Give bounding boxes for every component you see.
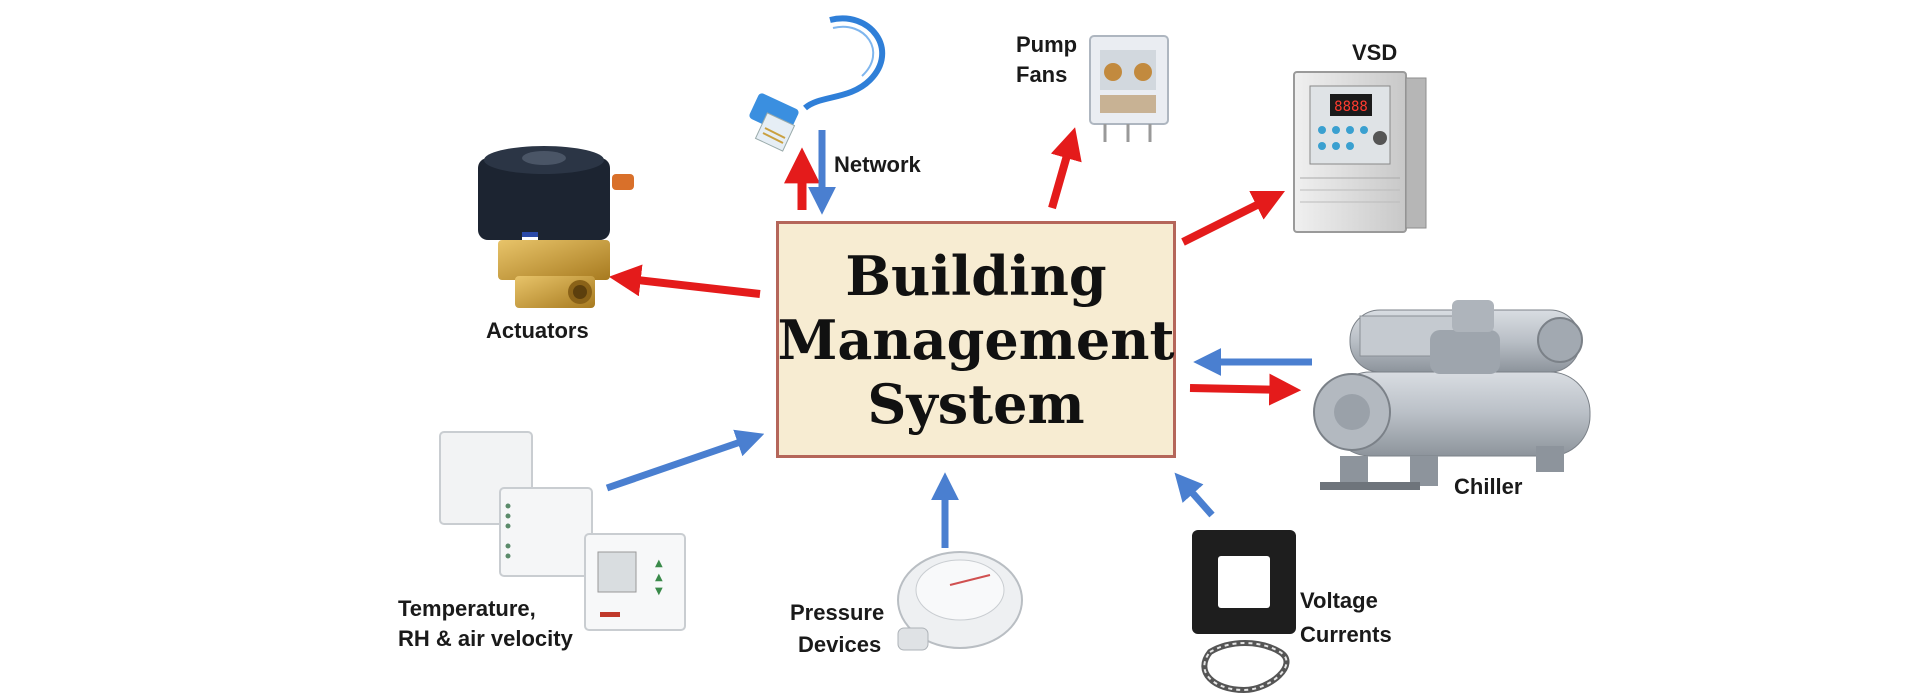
label-network: Network (834, 152, 921, 177)
label-currents: Currents (1300, 622, 1392, 647)
svg-text:▲: ▲ (655, 572, 663, 583)
actuator-image (478, 146, 634, 308)
svg-text:▲: ▲ (655, 558, 663, 569)
label-rh-air-velocity: RH & air velocity (398, 626, 573, 651)
current-transformer-image (1192, 530, 1296, 694)
label-temperature: Temperature, (398, 596, 536, 621)
arrow-from-voltage (1174, 472, 1215, 518)
network-cable-image (749, 15, 886, 152)
label-vsd: VSD (1352, 40, 1398, 65)
arrow-from-temperature (605, 429, 765, 492)
arrow-to-actuators (608, 264, 761, 298)
arrow-to-vsd (1181, 190, 1286, 246)
arrow-to-chiller (1189, 373, 1302, 406)
label-fans: Fans (1016, 62, 1068, 87)
center-title-line1: Building (845, 243, 1107, 308)
vsd-image: 8888 (1293, 71, 1427, 233)
label-voltage: Voltage (1300, 588, 1378, 613)
center-title-line3: System (867, 371, 1085, 436)
label-pump: Pump (1016, 32, 1078, 57)
bms-center-box: Building Management System (776, 221, 1176, 458)
label-chiller: Chiller (1454, 474, 1523, 499)
label-pressure: Pressure (790, 600, 885, 625)
arrows (605, 127, 1312, 548)
relay-image (1089, 35, 1169, 142)
chiller-image (1313, 300, 1591, 490)
svg-text:▼: ▼ (655, 586, 663, 597)
vsd-display: 8888 (1334, 99, 1368, 115)
arrow-to-pump (1048, 127, 1082, 210)
label-actuators: Actuators (486, 318, 589, 343)
center-title-line2: Management (777, 307, 1175, 372)
temperature-sensor-image: ▲ ▲ ▼ (439, 431, 686, 631)
label-devices: Devices (798, 632, 882, 657)
pressure-device-image (897, 551, 1023, 651)
